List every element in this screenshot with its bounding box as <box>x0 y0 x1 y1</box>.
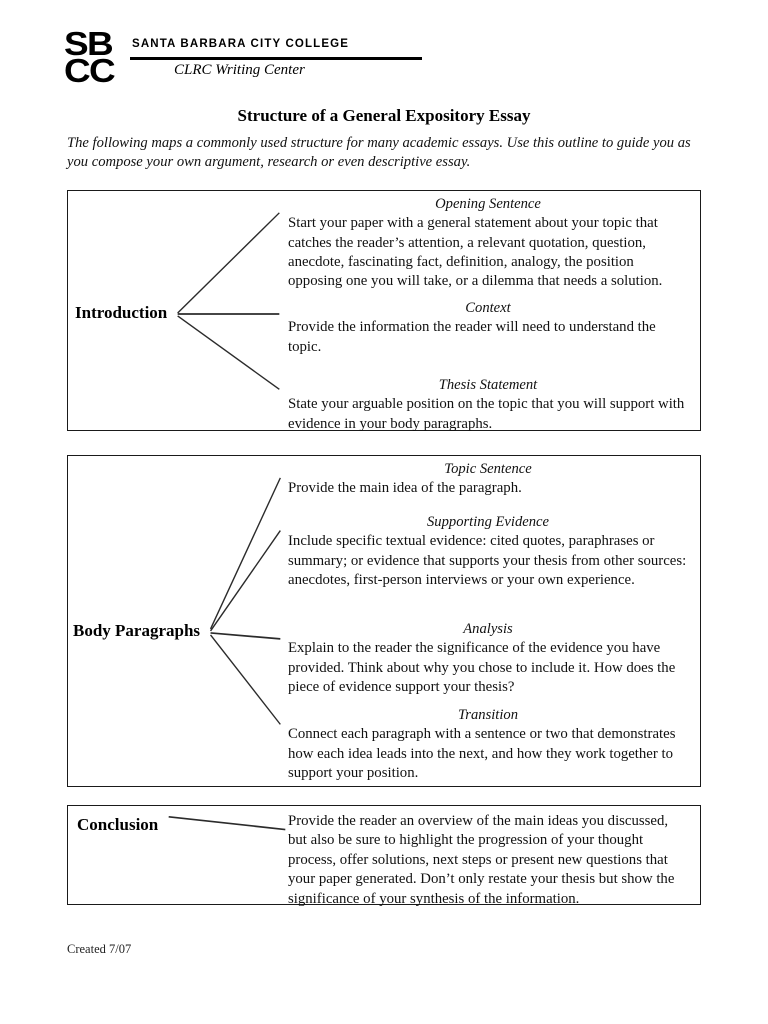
part-title: Transition <box>457 707 519 723</box>
part-title: Opening Sentence <box>435 196 541 212</box>
part-title: Analysis <box>463 621 513 637</box>
page-title: Structure of a General Expository Essay <box>237 106 531 125</box>
logo-letters-bottom: CC <box>64 52 116 90</box>
part-analysis: Analysis Explain to the reader the signi… <box>288 620 688 697</box>
part-body: Provide the information the reader will … <box>288 319 656 355</box>
part-supporting-evidence: Supporting Evidence Include specific tex… <box>288 513 688 590</box>
part-body: Provide the reader an overview of the ma… <box>288 813 675 907</box>
part-context: Context Provide the information the read… <box>288 299 688 357</box>
part-conclusion-body: Provide the reader an overview of the ma… <box>288 812 688 909</box>
part-body: Include specific textual evidence: cited… <box>288 533 687 588</box>
page-intro-text: The following maps a commonly used struc… <box>67 135 691 171</box>
section-introduction: Introduction Opening Sentence Start your… <box>67 190 701 434</box>
section-label-body-paragraphs: Body Paragraphs <box>73 621 201 640</box>
section-conclusion: Conclusion Provide the reader an overvie… <box>67 805 701 907</box>
part-body: Start your paper with a general statemen… <box>288 215 663 290</box>
department-name: CLRC Writing Center <box>174 62 305 78</box>
part-topic-sentence: Topic Sentence Provide the main idea of … <box>288 460 688 499</box>
part-body: Provide the main idea of the paragraph. <box>288 480 522 497</box>
college-name: SANTA BARBARA CITY COLLEGE <box>132 38 350 50</box>
sbcc-letterhead: SB CC SANTA BARBARA CITY COLLEGE CLRC Wr… <box>64 25 422 92</box>
section-label-introduction: Introduction <box>75 303 168 322</box>
part-title: Supporting Evidence <box>427 514 549 530</box>
part-thesis-statement: Thesis Statement State your arguable pos… <box>288 376 688 434</box>
part-body: State your arguable position on the topi… <box>288 396 685 432</box>
letterhead-divider <box>130 57 422 60</box>
logo-letters-top: SB <box>64 25 114 62</box>
part-title: Context <box>465 300 511 316</box>
footer-created-date: Created 7/07 <box>67 942 132 956</box>
section-label-conclusion: Conclusion <box>77 815 159 834</box>
part-transition: Transition Connect each paragraph with a… <box>288 706 688 783</box>
part-title: Topic Sentence <box>444 461 532 477</box>
part-body: Connect each paragraph with a sentence o… <box>288 726 676 781</box>
part-opening-sentence: Opening Sentence Start your paper with a… <box>288 195 688 292</box>
sbcc-logo-icon: SB CC <box>64 25 133 90</box>
part-body: Explain to the reader the significance o… <box>288 640 676 695</box>
section-body-paragraphs: Body Paragraphs Topic Sentence Provide t… <box>67 455 701 787</box>
part-title: Thesis Statement <box>438 377 538 393</box>
